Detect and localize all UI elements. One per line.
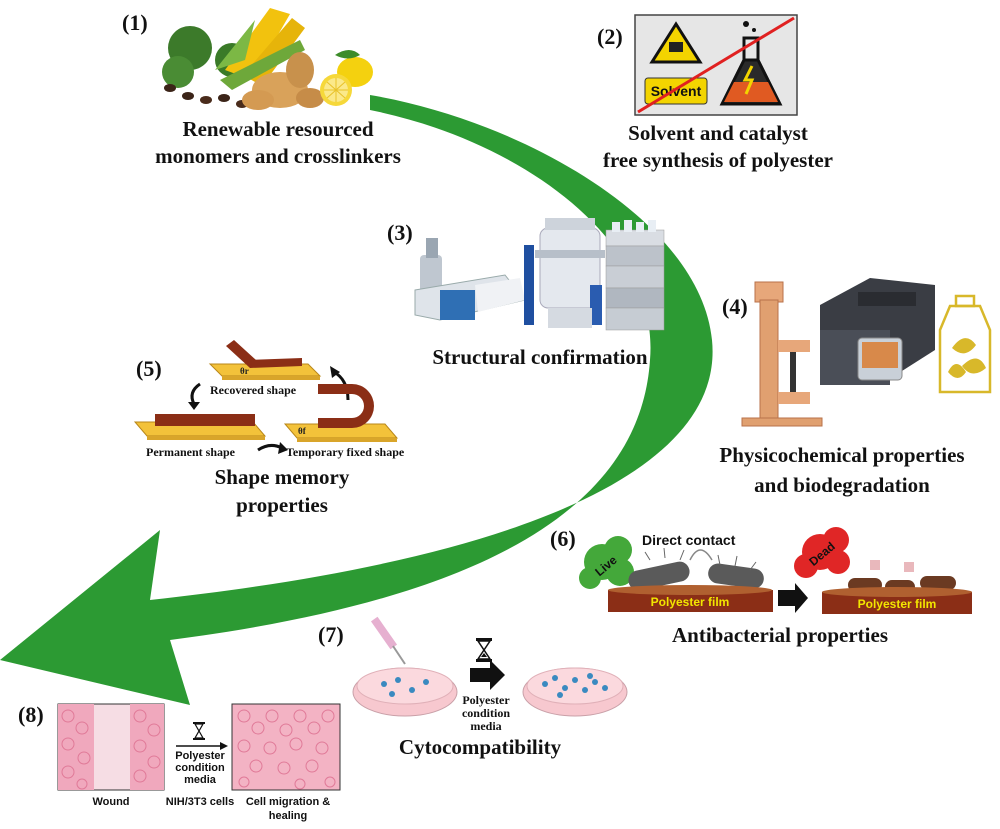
- step-1: (1): [122, 8, 401, 168]
- wound-label: Wound: [92, 796, 129, 808]
- step-1-title-line2: monomers and crosslinkers: [155, 144, 401, 168]
- nmr-icon: [524, 218, 605, 328]
- permanent-shape-icon: [133, 414, 267, 440]
- petri-dish-icon: [522, 667, 628, 717]
- hourglass-icon: [193, 722, 205, 740]
- step-7-number: (7): [318, 622, 344, 647]
- media-label-line1: Polyester: [175, 750, 225, 762]
- thermal-analyzer-icon: [820, 278, 935, 385]
- process-flow-arrow: [0, 95, 713, 705]
- migration-label-line1: Cell migration &: [246, 796, 330, 808]
- step-2-title-line1: Solvent and catalyst: [628, 121, 808, 145]
- dead-bubble-icon: Dead: [794, 527, 850, 578]
- step-5: (5) θr Recovered shape Permanent shape θ: [133, 340, 405, 517]
- step-2-title-line2: free synthesis of polyester: [603, 148, 833, 172]
- temporary-shape-label: Temporary fixed shape: [286, 445, 405, 459]
- arrow-right-icon: [470, 660, 505, 690]
- step-5-title-line1: Shape memory: [215, 465, 350, 489]
- lemon-icon: [320, 50, 373, 106]
- film-label-right: Polyester film: [858, 597, 937, 611]
- step-4-title-line2: and biodegradation: [754, 473, 930, 497]
- media-label-line1: Polyester: [462, 693, 510, 707]
- recovered-shape-icon: θr: [208, 340, 322, 380]
- ginger-icon: [242, 52, 324, 110]
- step-2-number: (2): [597, 24, 623, 49]
- hourglass-icon: [476, 638, 492, 662]
- step-3-number: (3): [387, 220, 413, 245]
- permanent-shape-label: Permanent shape: [146, 445, 236, 459]
- tensile-tester-icon: [741, 281, 823, 427]
- step-3: (3) Structu: [387, 218, 665, 369]
- direct-contact-label: Direct contact: [642, 532, 736, 548]
- media-label-line2: condition: [462, 706, 510, 720]
- wound-panel: [57, 703, 165, 791]
- polyester-film-right: Polyester film: [822, 587, 972, 614]
- bio-bottle-icon: [938, 294, 992, 394]
- step-4-number: (4): [722, 294, 748, 319]
- theta-f-label: θf: [298, 426, 307, 436]
- step-8: (8) Wound Polyester condition media NIH/…: [18, 702, 341, 822]
- media-label-line3: media: [184, 774, 217, 786]
- step-5-number: (5): [136, 356, 162, 381]
- spectrometer-icon: [414, 238, 526, 321]
- media-label-line2: condition: [175, 762, 225, 774]
- healed-panel: [231, 703, 341, 791]
- polyester-film-left: Polyester film: [608, 585, 773, 612]
- live-bubble-icon: Live: [579, 536, 634, 589]
- media-label-line3: media: [470, 719, 501, 733]
- step-6: (6) Direct contact Live Polyester film: [550, 526, 972, 647]
- hplc-icon: [605, 220, 665, 331]
- arrow-right-icon: [778, 583, 808, 613]
- step-1-number: (1): [122, 10, 148, 35]
- step-3-title: Structural confirmation: [432, 345, 648, 369]
- temporary-shape-icon: θf: [283, 384, 399, 442]
- recovered-shape-label: Recovered shape: [210, 383, 297, 397]
- corn-icon: [215, 8, 305, 90]
- bacteria-icon: [628, 547, 764, 591]
- theta-r-label: θr: [240, 366, 249, 376]
- step-7-title: Cytocompatibility: [399, 735, 562, 759]
- migration-label-line2: healing: [269, 810, 308, 822]
- step-8-number: (8): [18, 702, 44, 727]
- petri-dish-icon: [352, 667, 458, 717]
- solvent-sign-label: Solvent: [651, 83, 702, 99]
- step-1-title-line1: Renewable resourced: [182, 117, 373, 141]
- step-4: (4) Physicochemical properties and: [719, 278, 992, 497]
- pipette-icon: [370, 616, 406, 665]
- step-7: (7) Polyester condition media: [318, 616, 628, 759]
- step-4-title-line1: Physicochemical properties: [719, 443, 964, 467]
- step-2: (2) Solvent Solvent and catalyst free sy…: [597, 14, 833, 172]
- nih3t3-label: NIH/3T3 cells: [166, 796, 234, 808]
- step-6-title: Antibacterial properties: [672, 623, 888, 647]
- step-5-title-line2: properties: [236, 493, 328, 517]
- film-label-left: Polyester film: [651, 595, 730, 609]
- step-6-number: (6): [550, 526, 576, 551]
